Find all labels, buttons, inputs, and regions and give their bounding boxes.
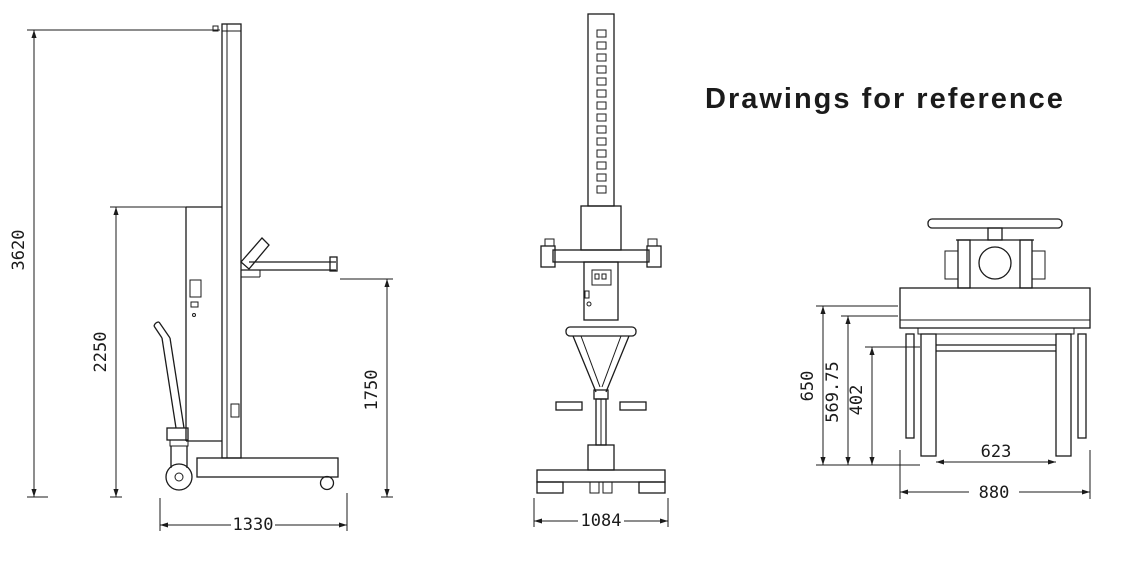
front-mast: [587, 13, 615, 207]
dim-label-height-c: 402: [847, 385, 867, 416]
front-head-block: [540, 205, 662, 268]
rear-view: 650 569.75 402 623 880: [798, 218, 1091, 503]
side-handle: [153, 321, 189, 441]
front-side-pegs: [555, 401, 647, 411]
dim-label-height-b: 569.75: [823, 361, 843, 422]
dim-label-body-height: 2250: [91, 332, 111, 373]
dim-rear-inner-width: 623: [936, 442, 1056, 465]
side-caster-wheel: [165, 439, 193, 491]
side-view: 3620 2250 1750 1330: [9, 23, 393, 535]
dim-side-base-length: 1330: [159, 493, 348, 535]
dim-label-base-width: 1084: [581, 511, 622, 531]
dim-rear-height-a: 650: [798, 305, 898, 465]
dim-label-outer-width: 880: [979, 483, 1010, 503]
dim-label-base-length: 1330: [233, 515, 274, 535]
dim-label-height-a: 650: [798, 371, 818, 402]
rear-body: [899, 287, 1091, 335]
dim-rear-height-b: 569.75: [823, 315, 898, 465]
side-base-leg: [196, 457, 339, 491]
dim-rear-outer-width: 880: [899, 450, 1091, 503]
dim-side-table-height: 1750: [340, 278, 393, 498]
dim-rear-height-c: 402: [816, 346, 920, 466]
side-body: [185, 206, 222, 442]
front-tiller-handle: [565, 326, 637, 446]
front-view: 1084: [533, 13, 669, 531]
side-work-table: [240, 237, 338, 278]
dim-label-inner-width: 623: [981, 442, 1012, 462]
rear-fork-frame: [905, 333, 1087, 457]
dim-side-body-height: 2250: [91, 206, 186, 498]
dim-side-total-height: 3620: [9, 29, 220, 498]
dim-label-table-height: 1750: [362, 370, 382, 411]
dim-label-total-height: 3620: [9, 230, 29, 271]
front-base: [536, 444, 666, 494]
dim-front-base-width: 1084: [533, 498, 669, 531]
rear-handlebar: [927, 218, 1063, 289]
page-title: Drawings for reference: [705, 83, 1065, 115]
side-mast: [212, 23, 242, 459]
front-body: [583, 261, 619, 321]
